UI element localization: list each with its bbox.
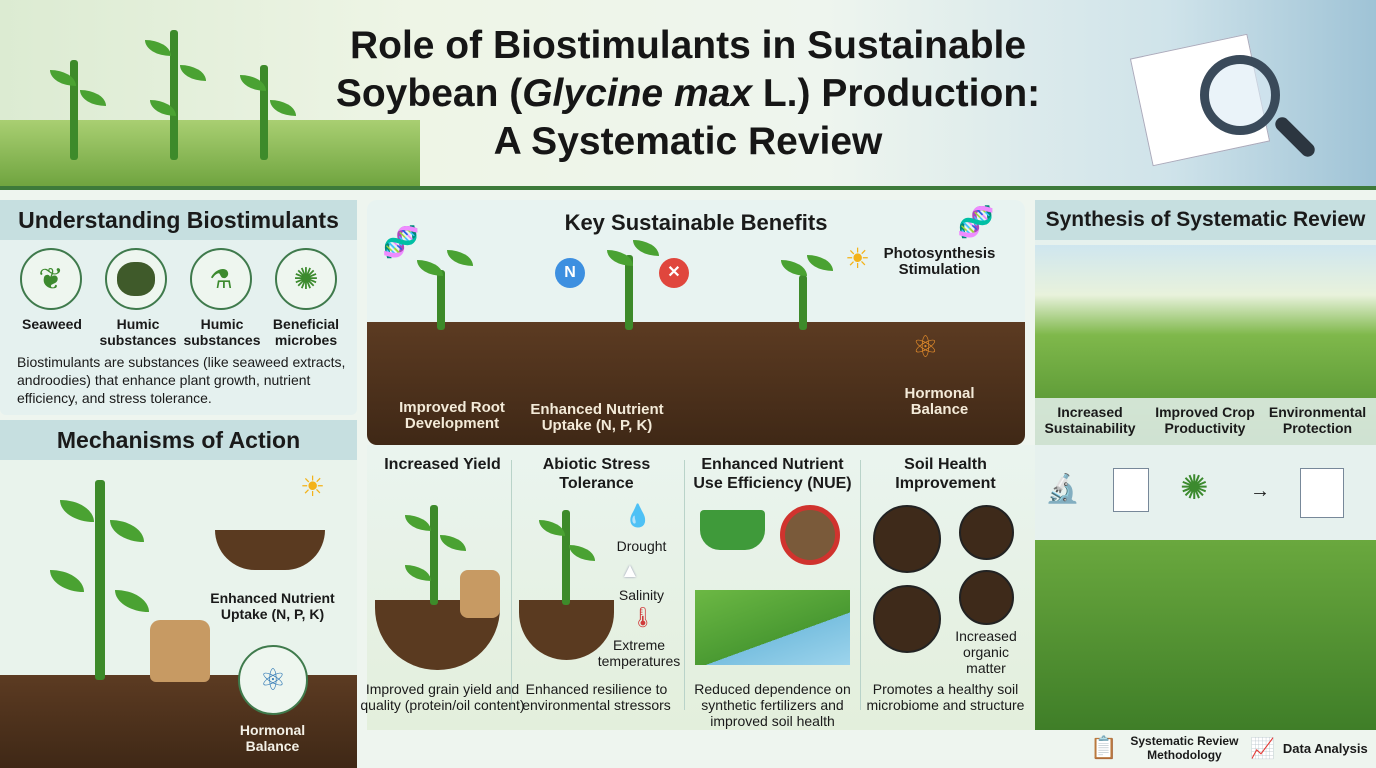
outcome-environment: Environmental Protection [1268, 404, 1367, 436]
report-search-icon [1300, 468, 1344, 518]
hormonal-balance-label: Hormonal Balance [904, 385, 975, 418]
synthesis-heading: Synthesis of Systematic Review [1035, 200, 1376, 240]
column-title: Soil Health Improvement [895, 456, 996, 492]
dna-icon: 🧬 [382, 226, 420, 259]
outcome-sustainability: Increased Sustainability [1044, 404, 1136, 436]
magnifier-documents-icon [1129, 15, 1320, 175]
clipboard-search-icon: 📋 [1090, 735, 1118, 760]
title-line-2: Soybean (Glycine max L.) Production: [335, 72, 1041, 115]
mechanism-hormonal-label: Hormonal Balance [239, 722, 306, 754]
stressor-temperature: Extreme temperatures [597, 637, 681, 669]
nitrogen-badge: N [555, 258, 585, 288]
salinity-icon: ▲ [620, 560, 640, 582]
organic-matter-label: Increased organic matter [955, 628, 1017, 676]
mechanism-uptake-label: Enhanced Nutrient Uptake (N, P, K) [210, 590, 335, 622]
soil-bowl-illustration [215, 530, 325, 570]
column-description: Promotes a healthy soil microbiome and s… [866, 681, 1025, 713]
legend-methodology: 📋 Systematic Review Methodology [1090, 734, 1239, 762]
fungi-icon [959, 505, 1014, 560]
farmers-field-illustration [1035, 540, 1376, 730]
dna-icon-2: 🧬 [957, 206, 995, 239]
stressor-salinity: Salinity [618, 587, 665, 603]
divider [860, 460, 861, 710]
divider [684, 460, 685, 710]
header-banner [0, 0, 1376, 188]
column-title: Abiotic Stress Tolerance [542, 456, 651, 492]
photosynthesis-label: Photosynthesis Stimulation [883, 245, 996, 278]
grain-sack-icon [460, 570, 500, 618]
arrow-right-icon: → [1250, 480, 1270, 502]
checklist-icon [1113, 468, 1149, 512]
item-label-seaweed: Seaweed [22, 316, 82, 332]
microbe-soil-icon [873, 505, 941, 573]
researcher-icon: 🔬 [1045, 473, 1080, 504]
column-nue: Enhanced Nutrient Use Efficiency (NUE) R… [690, 455, 855, 729]
molecule-icon: ⚛ [238, 645, 308, 715]
molecule-icon: ⚛ [912, 331, 939, 364]
fertilizer-spreader-icon [700, 510, 765, 550]
benefits-panel: Key Sustainable Benefits 🧬 🧬 N ✕ ☀ Photo… [367, 200, 1025, 445]
river-landscape-illustration [695, 590, 850, 665]
drought-icon: 💧 [624, 503, 652, 528]
no-synthetic-fertilizer-icon [780, 505, 840, 565]
divider [0, 186, 1376, 190]
column-description: Improved grain yield and quality (protei… [360, 681, 525, 713]
mechanisms-panel: Mechanisms of Action ☀ Enhanced Nutrient… [0, 420, 357, 768]
sun-icon: ☀ [300, 471, 326, 502]
column-title: Enhanced Nutrient Use Efficiency (NUE) [693, 456, 852, 492]
flask-icon: ⚗ [190, 248, 252, 310]
seaweed-icon: ❦ [20, 248, 82, 310]
x-badge-icon: ✕ [659, 258, 689, 288]
understanding-description: Biostimulants are substances (like seawe… [17, 354, 346, 406]
column-description: Reduced dependence on synthetic fertiliz… [694, 681, 851, 729]
synthesis-panel: Synthesis of Systematic Review Increased… [1035, 200, 1376, 730]
network-icon: ✺ [1180, 469, 1209, 507]
nutrient-uptake-label: Enhanced Nutrient Uptake (N, P, K) [530, 401, 664, 434]
bar-chart-icon: 📈 [1250, 738, 1275, 760]
sun-icon: ☀ [845, 243, 871, 274]
microbe-soil-icon [873, 585, 941, 653]
outcome-productivity: Improved Crop Productivity [1155, 404, 1255, 436]
root-development-label: Improved Root Development [399, 399, 505, 432]
column-increased-yield: Increased Yield Improved grain yield and… [360, 455, 525, 713]
microbe-icon: ✺ [275, 248, 337, 310]
legend-data-analysis: 📈 Data Analysis [1250, 738, 1368, 760]
stressor-drought: Drought [616, 538, 667, 554]
humic-icon [105, 248, 167, 310]
title-line-3: A Systematic Review [493, 120, 883, 163]
understanding-heading: Understanding Biostimulants [0, 200, 357, 240]
divider [511, 460, 512, 710]
column-title: Increased Yield [384, 456, 501, 473]
understanding-panel: Understanding Biostimulants ❦ ⚗ ✺ Seawee… [0, 200, 357, 415]
column-soil-health: Soil Health Improvement Increased organi… [863, 455, 1028, 713]
benefits-heading: Key Sustainable Benefits [564, 210, 828, 235]
soybean-plant-illustration [95, 480, 105, 680]
soil-cross-section [367, 322, 1025, 445]
organic-matter-icon [959, 570, 1014, 625]
title-line-1: Role of Biostimulants in Sustainable [349, 24, 1027, 67]
mechanisms-heading: Mechanisms of Action [0, 420, 357, 460]
page-title: Role of Biostimulants in Sustainable Soy… [300, 22, 1076, 166]
thermometer-icon: 🌡 [630, 607, 656, 629]
column-description: Enhanced resilience to environmental str… [522, 681, 671, 713]
column-abiotic-stress: Abiotic Stress Tolerance 💧 Drought ▲ Sal… [514, 455, 680, 713]
grain-sack-icon [150, 620, 210, 682]
soybean-plants-illustration [30, 20, 300, 160]
